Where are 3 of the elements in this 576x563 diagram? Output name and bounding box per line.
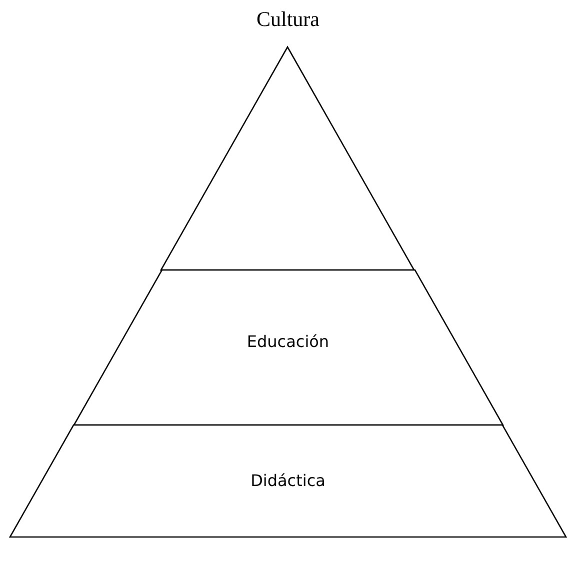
pyramid-heading: Cultura [256, 7, 320, 32]
tier-label: Educación [246, 332, 330, 351]
tier-label: Didáctica [250, 471, 326, 490]
